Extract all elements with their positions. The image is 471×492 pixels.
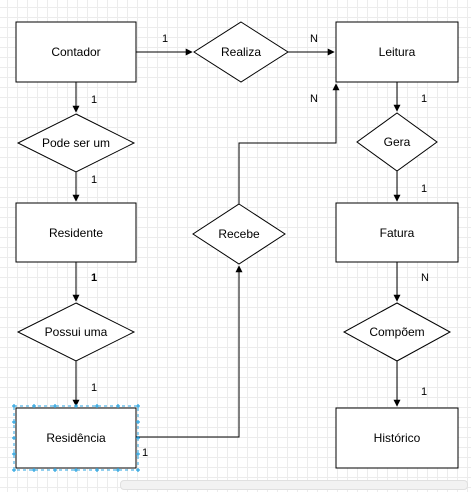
rel-possui-uma-label: Possui uma — [45, 325, 108, 339]
rel-realiza-label: Realiza — [221, 45, 261, 59]
card-possui-residencia: 1 — [91, 382, 97, 394]
card-gera-fatura: 1 — [421, 183, 427, 195]
entity-contador-label: Contador — [51, 45, 100, 59]
edge-residencia-recebe[interactable] — [136, 265, 243, 438]
entity-fatura[interactable]: Fatura — [335, 202, 459, 263]
rel-realiza[interactable]: Realiza — [193, 21, 289, 83]
rel-compoem[interactable]: Compõem — [342, 302, 452, 362]
entity-historico[interactable]: Histórico — [335, 407, 459, 469]
rel-recebe[interactable]: Recebe — [192, 203, 286, 265]
entity-residencia-label: Residência — [46, 431, 106, 445]
entity-contador[interactable]: Contador — [15, 21, 137, 83]
entity-residente[interactable]: Residente — [15, 202, 137, 263]
rel-recebe-label: Recebe — [218, 227, 260, 241]
entity-leitura[interactable]: Leitura — [335, 21, 459, 83]
entity-residente-label: Residente — [49, 226, 103, 240]
card-recebe-leitura: N — [310, 93, 318, 105]
selection-handles[interactable] — [12, 404, 140, 472]
horizontal-scrollbar[interactable] — [120, 480, 468, 490]
entity-fatura-label: Fatura — [380, 226, 415, 240]
rel-gera[interactable]: Gera — [356, 112, 438, 172]
card-residente-possui: 1 — [91, 272, 97, 284]
card-contador-realiza: 1 — [162, 33, 168, 45]
card-pode-residente: 1 — [91, 174, 97, 186]
rel-pode-ser-um-label: Pode ser um — [42, 136, 110, 150]
entity-leitura-label: Leitura — [379, 45, 416, 59]
handle-top — [12, 404, 140, 408]
rel-compoem-label: Compõem — [369, 325, 424, 339]
edge-recebe-leitura[interactable] — [238, 83, 340, 204]
rel-pode-ser-um[interactable]: Pode ser um — [16, 113, 136, 173]
handle-bottom — [12, 468, 140, 472]
card-compoem-historico: 1 — [421, 386, 427, 398]
handle-sides — [12, 420, 140, 456]
card-realiza-leitura: N — [310, 33, 318, 45]
entity-residencia[interactable]: Residência — [15, 407, 137, 469]
card-fatura-compoem: N — [421, 272, 429, 284]
card-contador-pode: 1 — [91, 94, 97, 106]
card-residencia-recebe: 1 — [142, 447, 148, 459]
rel-possui-uma[interactable]: Possui uma — [16, 302, 136, 362]
rel-gera-label: Gera — [384, 135, 411, 149]
entity-historico-label: Histórico — [374, 431, 421, 445]
card-leitura-gera: 1 — [421, 93, 427, 105]
